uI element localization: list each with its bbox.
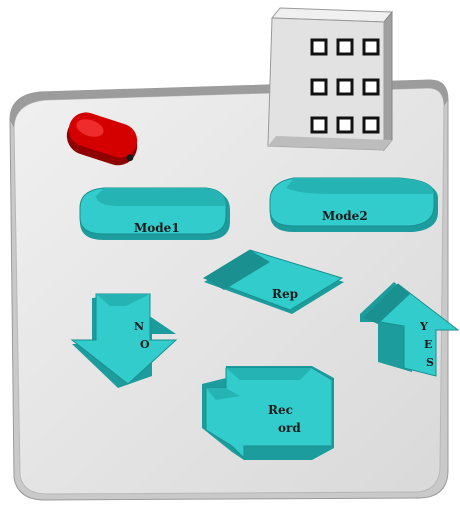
record-label-line2: ord — [278, 421, 301, 435]
power-button-label: ● — [126, 153, 134, 163]
yes-label-line2: E — [424, 338, 432, 351]
rep-label: Rep — [272, 287, 298, 301]
building-icon — [268, 8, 392, 150]
record-label-line1: Rec — [268, 403, 293, 417]
mode1-label: Mode1 — [134, 221, 180, 235]
no-label-line1: N — [134, 320, 144, 333]
mode1-button[interactable]: Mode1 — [80, 188, 230, 240]
mode2-label: Mode2 — [322, 209, 368, 223]
mode2-button[interactable]: Mode2 — [270, 178, 438, 232]
yes-label-line3: S — [426, 356, 434, 369]
yes-label-line1: Y — [419, 320, 428, 333]
building-windows — [312, 40, 378, 132]
no-label-line2: O — [140, 338, 150, 351]
